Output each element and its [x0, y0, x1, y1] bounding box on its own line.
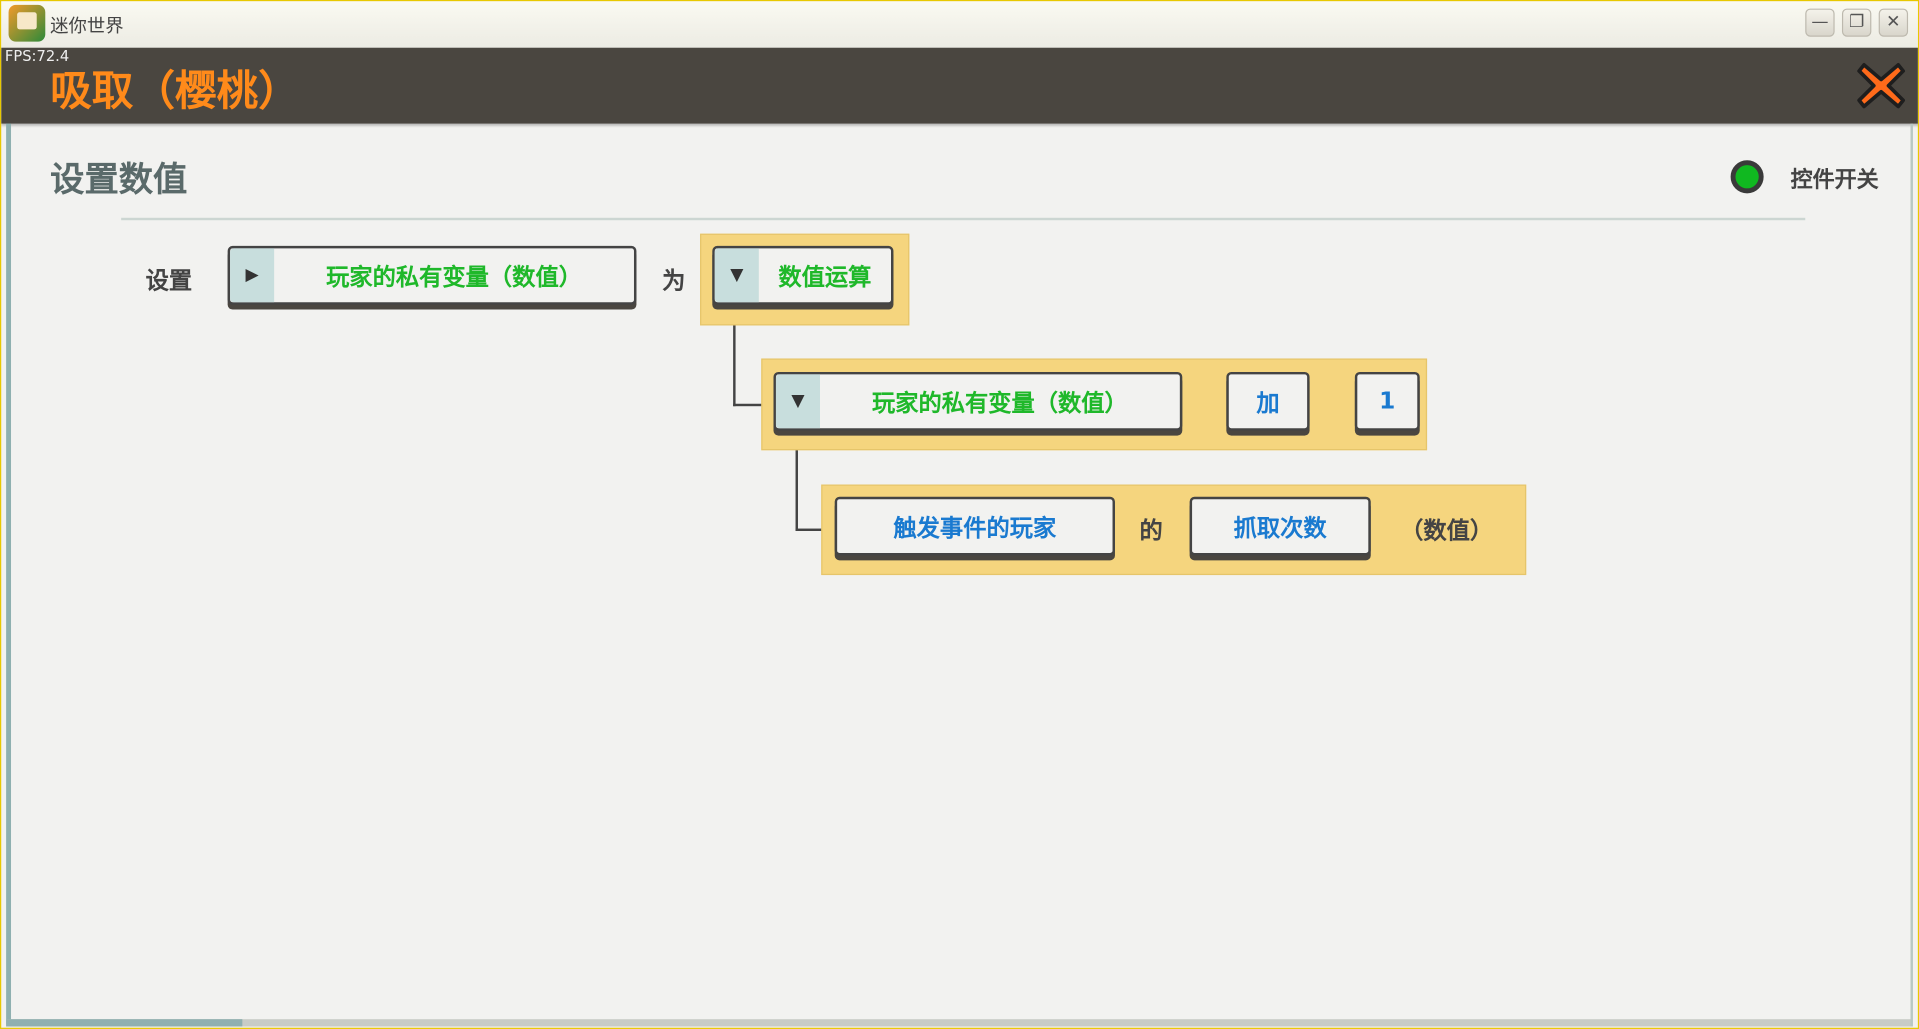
- left-edge: [6, 123, 12, 1025]
- title-bar: [1, 1, 1918, 48]
- operand-selector[interactable]: ▼ 玩家的私有变量（数值）: [773, 371, 1183, 431]
- divider: [121, 217, 1806, 221]
- control-toggle[interactable]: [1730, 160, 1764, 194]
- control-toggle-label: 控件开关: [1790, 167, 1879, 194]
- variable-name: 玩家的私有变量（数值）: [326, 263, 582, 291]
- operator-button[interactable]: 加: [1226, 371, 1310, 431]
- set-label: 设置: [145, 267, 193, 295]
- restore-button[interactable]: ❐: [1841, 8, 1872, 37]
- close-icon[interactable]: [1854, 58, 1908, 114]
- dialog-title: 吸取（樱桃）: [50, 67, 300, 117]
- value-input[interactable]: 1: [1354, 371, 1420, 431]
- minimize-button[interactable]: —: [1805, 8, 1835, 37]
- dialog-header: [1, 47, 1918, 124]
- operand-name: 玩家的私有变量（数值）: [872, 389, 1128, 417]
- app-logo-icon: [8, 4, 46, 42]
- dropdown-arrow-icon[interactable]: ▼: [775, 374, 821, 429]
- operation-name: 数值运算: [778, 263, 872, 291]
- connector-line: [733, 403, 774, 407]
- section-title: 设置数值: [50, 159, 188, 200]
- expand-arrow-icon[interactable]: ▶: [230, 248, 275, 303]
- connector-line: [795, 528, 835, 531]
- scrollbar-thumb[interactable]: [6, 1019, 243, 1027]
- connector-line: [795, 433, 798, 531]
- window-close-button[interactable]: ✕: [1878, 8, 1909, 37]
- to-label: 为: [662, 267, 686, 295]
- attribute-selector[interactable]: 抓取次数: [1189, 496, 1371, 556]
- type-suffix: （数值）: [1400, 517, 1494, 545]
- horizontal-scrollbar[interactable]: [6, 1019, 1911, 1027]
- dropdown-arrow-icon[interactable]: ▼: [714, 248, 759, 303]
- connector-line: [733, 307, 736, 407]
- fps-counter: FPS:72.4: [4, 47, 70, 65]
- player-selector[interactable]: 触发事件的玩家: [834, 496, 1115, 556]
- right-edge: [1910, 123, 1913, 1027]
- operation-selector[interactable]: ▼ 数值运算: [712, 245, 894, 305]
- of-label: 的: [1139, 517, 1163, 545]
- variable-selector[interactable]: ▶ 玩家的私有变量（数值）: [227, 245, 637, 305]
- app-title: 迷你世界: [50, 14, 124, 37]
